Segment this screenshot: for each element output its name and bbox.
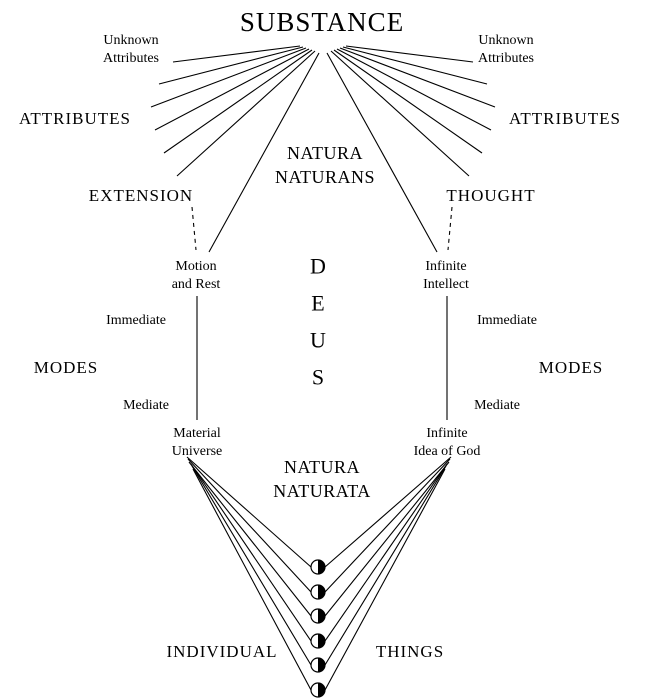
convergence-lines-right	[325, 457, 451, 690]
natura-naturans-label: NATURA NATURANS	[274, 143, 376, 187]
infinite-idea-of-god-label: Infinite Idea of God	[413, 426, 481, 459]
convergence-line	[325, 457, 451, 567]
fan-line	[343, 47, 487, 84]
fan-line	[151, 48, 306, 107]
convergence-line	[325, 464, 447, 641]
fan-line	[334, 50, 482, 153]
convergence-lines-left	[187, 457, 311, 690]
dashed-link-extension	[192, 207, 196, 250]
fan-line	[177, 51, 315, 176]
deus-label: D E U S	[310, 253, 326, 390]
substance-fan-left	[151, 46, 319, 252]
thought-label: THOUGHT	[446, 186, 536, 205]
individual-thing-circle	[311, 609, 325, 623]
fan-line	[155, 49, 309, 130]
individual-thing-circle	[311, 658, 325, 672]
fan-line	[327, 53, 437, 252]
convergence-line	[192, 466, 311, 665]
individual-thing-circle	[311, 560, 325, 574]
fan-line	[340, 48, 495, 107]
substance-label: SUBSTANCE	[239, 7, 405, 37]
convergence-line	[188, 459, 311, 592]
convergence-line	[189, 462, 311, 616]
things-label: THINGS	[375, 642, 445, 661]
infinite-intellect-label: Infinite Intellect	[423, 259, 469, 292]
convergence-line	[325, 459, 450, 592]
individual-thing-circle	[311, 585, 325, 599]
fan-line	[173, 46, 300, 62]
fan-line	[331, 51, 469, 176]
unknown-attributes-left-label: Unknown Attributes	[103, 33, 159, 66]
modes-right-label: MODES	[538, 358, 604, 377]
immediate-left-label: Immediate	[106, 313, 166, 328]
individual-thing-circle	[311, 634, 325, 648]
fan-line	[164, 50, 312, 153]
substance-fan-right	[327, 46, 495, 252]
convergence-line	[191, 464, 311, 641]
individual-label: INDIVIDUAL	[166, 642, 278, 661]
convergence-line	[193, 469, 311, 690]
fan-line	[209, 53, 319, 252]
fan-line	[337, 49, 491, 130]
convergence-line	[325, 462, 449, 616]
mediate-right-label: Mediate	[474, 398, 520, 413]
fan-line	[159, 47, 303, 84]
attributes-left-label: ATTRIBUTES	[19, 109, 131, 128]
motion-and-rest-label: Motion and Rest	[171, 259, 221, 292]
convergence-line	[187, 457, 311, 567]
convergence-line	[325, 469, 445, 690]
immediate-right-label: Immediate	[477, 313, 537, 328]
convergence-line	[325, 466, 446, 665]
unknown-attributes-right-label: Unknown Attributes	[478, 33, 534, 66]
natura-naturata-label: NATURA NATURATA	[273, 457, 371, 501]
modes-left-label: MODES	[33, 358, 99, 377]
fan-line	[346, 46, 473, 62]
dashed-link-thought	[448, 207, 452, 250]
extension-label: EXTENSION	[88, 186, 194, 205]
mediate-left-label: Mediate	[123, 398, 169, 413]
individual-things-circles	[311, 560, 325, 697]
material-universe-label: Material Universe	[171, 426, 223, 459]
attributes-right-label: ATTRIBUTES	[509, 109, 621, 128]
individual-thing-circle	[311, 683, 325, 697]
